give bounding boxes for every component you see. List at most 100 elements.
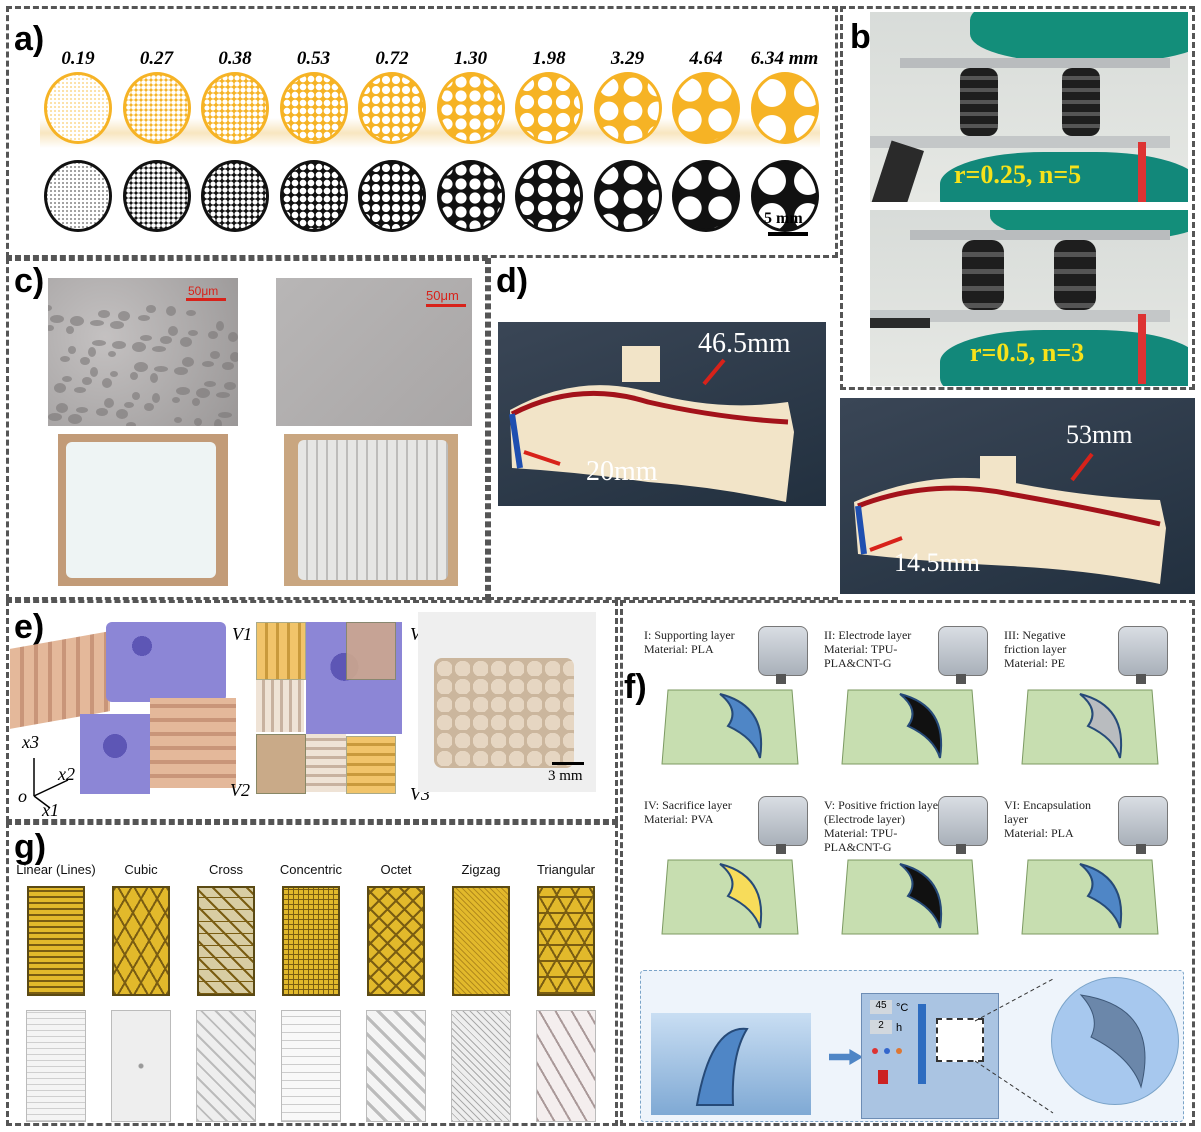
- pore: [202, 361, 214, 367]
- pore: [144, 403, 154, 411]
- length-curve: [857, 485, 1161, 527]
- pore: [126, 422, 136, 426]
- voxel-mid-left: [256, 680, 304, 732]
- zoomed-shape: [1079, 994, 1146, 1089]
- pore: [54, 383, 66, 393]
- panel-d-photo-top: 46.5mm 20mm: [498, 322, 826, 506]
- build-plate-5: [841, 859, 979, 935]
- bracket-tab: [980, 456, 1016, 484]
- pore: [118, 311, 130, 321]
- disk-orange-0: [44, 72, 112, 144]
- pore: [138, 315, 150, 321]
- panel-b-photo-top: r=0.25, n=5: [870, 12, 1188, 202]
- panel-c-scale-bar-left: [186, 298, 226, 301]
- pore: [182, 357, 194, 367]
- size-label-3: 0.53: [296, 48, 331, 69]
- label-v2: V2: [230, 780, 250, 800]
- wire-black: [870, 318, 930, 328]
- voxel-v1: [256, 622, 306, 680]
- pore: [224, 382, 236, 390]
- panel-b-bottom-caption: r=0.5, n=3: [970, 338, 1085, 367]
- pore: [110, 371, 118, 377]
- wire-red: [1138, 142, 1146, 202]
- pore: [208, 331, 218, 339]
- oven-time-display: 2: [870, 1020, 892, 1034]
- step-caption-4: IV: Sacrifice layer Material: PVA: [644, 798, 732, 826]
- pore: [192, 398, 200, 406]
- width-arrow: [869, 536, 903, 552]
- hand-bottom: [940, 330, 1188, 386]
- pore: [68, 346, 76, 354]
- printer-nozzle: [956, 674, 966, 684]
- pore: [214, 419, 222, 426]
- disk-black-4: [358, 160, 426, 232]
- panel-e-axes: [33, 758, 69, 809]
- size-label-4: 0.72: [375, 48, 409, 69]
- pore: [92, 340, 106, 346]
- panel-c-scale-label-right: 50μm: [426, 288, 459, 303]
- white-film: [66, 442, 216, 578]
- printer-nozzle: [776, 674, 786, 684]
- oven-temp-unit: °C: [896, 1002, 909, 1014]
- wire-red: [1138, 314, 1146, 384]
- size-label-9: 6.34 mm: [750, 48, 819, 69]
- pattern-header-3: Concentric: [279, 862, 343, 877]
- panel-a-label: a): [14, 20, 45, 58]
- pore: [154, 366, 168, 372]
- pore: [134, 362, 148, 372]
- pattern-print-4: [366, 1010, 426, 1122]
- panel-e-label: e): [14, 608, 45, 646]
- pore: [160, 336, 172, 344]
- size-label-8: 4.64: [689, 48, 723, 69]
- panel-e-lattice-cube: [10, 620, 240, 800]
- plate-bottom: [870, 310, 1170, 322]
- water-bath-shape: [695, 1027, 749, 1106]
- build-plate-2: [841, 689, 979, 765]
- pore: [82, 377, 92, 385]
- disk-black-6: [515, 160, 583, 232]
- pore: [48, 325, 54, 331]
- panel-d-bottom-drawing: [854, 452, 1166, 584]
- disk-orange-6: [515, 72, 583, 144]
- arrow-right-icon: [829, 1049, 863, 1065]
- pattern-print-6: [536, 1010, 596, 1122]
- step-caption-1: I: Supporting layer Material: PLA: [644, 628, 735, 656]
- striped-film: [298, 440, 448, 580]
- panel-d: [488, 258, 838, 600]
- pore: [56, 403, 68, 413]
- pore: [62, 376, 72, 382]
- panel-a-scale-label: 5 mm: [764, 210, 803, 227]
- panel-f: [620, 600, 1195, 1126]
- pore: [124, 402, 134, 408]
- label-v1: V1: [232, 624, 252, 644]
- printer-head-icon: [1118, 626, 1168, 676]
- pattern-render-0: [27, 886, 85, 996]
- pore: [90, 320, 104, 326]
- printer-nozzle: [1136, 674, 1146, 684]
- size-label-5: 1.30: [453, 48, 488, 69]
- step-caption-5: V: Positive friction layer (Electrode la…: [824, 798, 943, 854]
- axis-x3: x3: [22, 732, 39, 752]
- disk-orange-3: [279, 72, 348, 144]
- panel-c-scale-bar-right: [426, 304, 466, 307]
- voxel-v3: [346, 736, 396, 794]
- pattern-header-4: Octet: [380, 862, 412, 877]
- panel-b: [840, 6, 1195, 390]
- panel-d-top-drawing: [509, 346, 794, 502]
- pore: [194, 418, 202, 426]
- pattern-render-3: [282, 886, 340, 996]
- oven-time-unit: h: [896, 1022, 903, 1034]
- disk-orange-4: [358, 72, 426, 144]
- pore: [216, 321, 224, 331]
- spring-left: [960, 68, 998, 136]
- disk-black-1: [122, 160, 191, 232]
- width-arrow: [523, 450, 561, 466]
- length-arrow: [1070, 452, 1094, 482]
- crescent-layer: [719, 693, 763, 759]
- panel-c-micrograph-porous: 50μm: [48, 278, 238, 426]
- zoom-lines: [975, 978, 1054, 1114]
- pore: [186, 310, 196, 316]
- pore: [90, 367, 98, 377]
- length-curve: [510, 390, 789, 425]
- size-label-0: 0.19: [61, 48, 95, 69]
